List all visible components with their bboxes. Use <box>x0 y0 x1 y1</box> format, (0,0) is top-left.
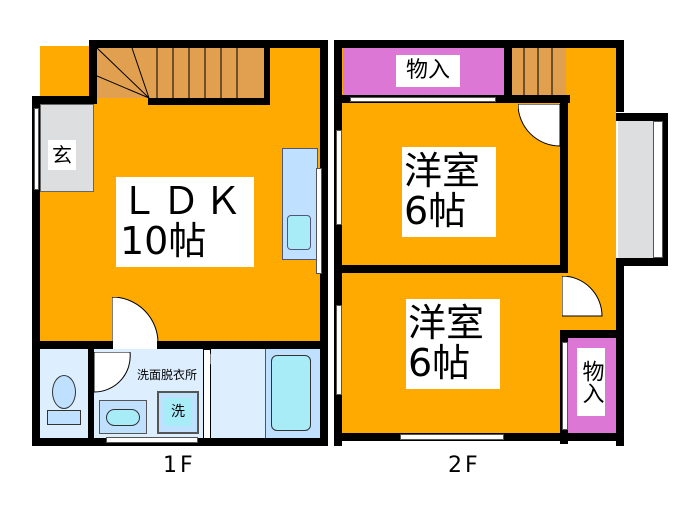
window-washroom <box>106 437 198 443</box>
wall <box>334 40 342 446</box>
wall <box>88 349 94 439</box>
window-western-2-bottom <box>400 434 504 440</box>
closet-top-label: 物入 <box>396 55 460 87</box>
wall <box>89 40 327 48</box>
wall <box>504 47 512 101</box>
floor-caption-2f: 2F <box>448 453 481 478</box>
ldk-label: ＬＤＫ 10帖 <box>116 177 254 267</box>
wall <box>616 258 668 266</box>
wall <box>663 113 668 265</box>
genkan-label: 玄 <box>48 140 76 170</box>
wall <box>32 96 97 104</box>
wall <box>89 40 97 102</box>
toilet-tank <box>47 410 81 425</box>
sink-icon <box>287 215 311 250</box>
wall <box>564 330 620 338</box>
closet-side-label: 物入 <box>577 348 605 416</box>
window-balcony <box>653 121 663 258</box>
wall <box>560 97 568 269</box>
wall <box>32 341 112 349</box>
closet-door[interactable] <box>350 97 496 102</box>
door-toilet[interactable] <box>94 352 134 394</box>
washroom-label: 洗面脱衣所 <box>136 367 197 382</box>
western-room-1-label: 洋室 6帖 <box>402 147 496 237</box>
floor-caption-1f: 1F <box>163 453 196 478</box>
door-western-2[interactable] <box>562 276 606 318</box>
wall <box>148 98 270 105</box>
stairs-lines-icon <box>97 47 238 98</box>
wall <box>616 113 668 121</box>
western-room-2-label: 洋室 6帖 <box>406 299 500 389</box>
window-western-2 <box>336 305 342 395</box>
washer-label: 洗 <box>164 398 192 426</box>
stairs-2f <box>512 47 566 95</box>
door-ldk[interactable] <box>112 297 162 343</box>
window-kitchen <box>316 168 322 274</box>
wall <box>334 40 624 48</box>
doorway <box>112 341 158 349</box>
wall <box>616 40 624 112</box>
door-western-1[interactable] <box>518 104 560 148</box>
wall <box>320 40 328 446</box>
wall <box>342 265 568 273</box>
closet-side-door[interactable] <box>562 342 568 430</box>
wall <box>158 341 328 349</box>
wall <box>32 96 40 446</box>
sink-icon <box>106 409 140 426</box>
bathtub-icon <box>271 355 311 431</box>
window-western-1 <box>336 130 342 225</box>
stairs-1f-overlay <box>97 46 267 98</box>
window-genkan <box>34 108 39 190</box>
bath-room <box>211 349 268 439</box>
wall <box>616 260 624 446</box>
wall <box>264 46 270 105</box>
stairs-lines-icon <box>523 47 553 95</box>
toilet-icon <box>52 375 76 409</box>
